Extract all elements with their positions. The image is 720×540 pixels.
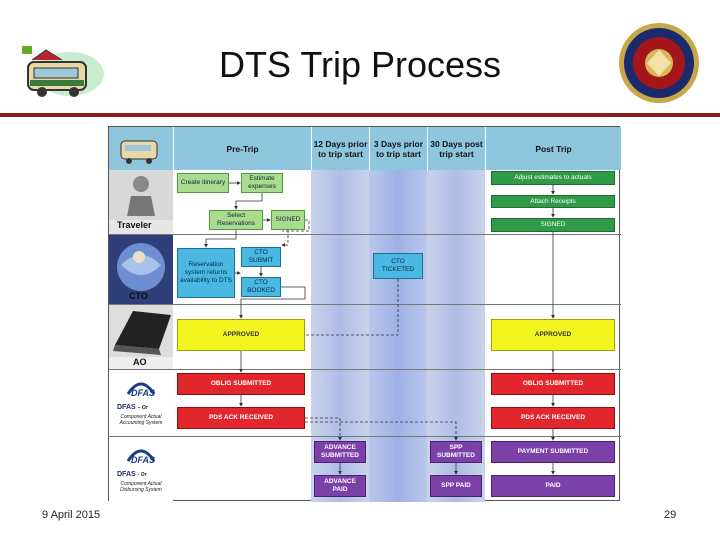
trip-logo-icon — [12, 40, 108, 104]
dfas-label-row: DFAS - Or — [117, 471, 147, 478]
approved-pre-box: APPROVED — [177, 319, 305, 351]
header-12-days: 12 Days prior to trip start — [311, 127, 369, 170]
traveler-photo-icon — [109, 170, 173, 220]
create-itinerary-box: Create itinerary — [177, 173, 229, 193]
advance-submitted-box: ADVANCE SUBMITTED — [314, 441, 366, 463]
lane-cto: CTO — [109, 235, 173, 304]
header-pre-trip: Pre-Trip — [173, 127, 311, 170]
lane-divider — [109, 369, 621, 370]
lane-label-traveler: Traveler — [117, 220, 152, 230]
cto-ticketed-box: CTO TICKETED — [373, 253, 423, 279]
spp-paid-box: SPP PAID — [430, 475, 482, 497]
svg-text:DFAS: DFAS — [131, 455, 155, 465]
header-post-trip: Post Trip — [485, 127, 621, 170]
lane-label-dfas-2: DFAS — [117, 471, 136, 478]
title-divider — [0, 113, 720, 117]
approved-post-box: APPROVED — [491, 319, 615, 351]
reservation-system-box: Reservation system returns availability … — [177, 248, 235, 298]
lane-label-cto: CTO — [129, 291, 148, 301]
lane-divider — [109, 234, 621, 235]
lane-divider — [109, 436, 621, 437]
dts-process-diagram: Pre-Trip 12 Days prior to trip start 3 D… — [108, 126, 621, 502]
attach-receipts-box: Attach Receipts — [491, 195, 615, 208]
dfas-or-2: - Or — [137, 472, 147, 478]
pds-ack-post-box: PDS ACK RECEIVED — [491, 407, 615, 429]
dfas-or-1: – Or — [137, 405, 148, 411]
ao-laptop-icon — [109, 305, 173, 357]
pds-ack-pre-box: PDS ACK RECEIVED — [177, 407, 305, 429]
marine-corps-seal-icon — [618, 22, 700, 104]
page-title: DTS Trip Process — [218, 44, 502, 85]
header-3-days: 3 Days prior to trip start — [369, 127, 427, 170]
dfas-label-row: DFAS – Or — [117, 404, 148, 411]
select-reservations-box: Select Reservations — [209, 210, 263, 230]
cto-submit-box: CTO SUBMIT — [241, 247, 281, 267]
adjust-estimates-box: Adjust estimates to actuals — [491, 171, 615, 185]
svg-text:DFAS: DFAS — [131, 388, 155, 398]
header-logo-cell — [109, 127, 173, 170]
lane-ao: AO — [109, 305, 173, 369]
advance-paid-box: ADVANCE PAID — [314, 475, 366, 497]
lane-divider — [109, 304, 621, 305]
dfas-accounting-sub: Component Actual Accounting System — [119, 414, 163, 426]
lane-traveler: Traveler — [109, 170, 173, 234]
paid-box: PAID — [491, 475, 615, 497]
page-number: 29 — [664, 509, 677, 521]
spp-submitted-box: SPP SUBMITTED — [430, 441, 482, 463]
lane-dfas-disbursing: DFAS DFAS - Or Component Actual Disbursi… — [109, 437, 173, 502]
oblig-submitted-pre-box: OBLIG SUBMITTED — [177, 373, 305, 395]
dfas-logo-icon: DFAS — [126, 382, 156, 398]
cto-globe-icon — [109, 235, 173, 304]
trip-logo-small-icon — [120, 140, 158, 164]
payment-submitted-box: PAYMENT SUBMITTED — [491, 441, 615, 463]
estimate-expenses-box: Estimate expenses — [241, 173, 283, 193]
lane-label-ao: AO — [133, 357, 147, 367]
lane-label-dfas-1: DFAS — [117, 404, 136, 411]
signed-post-box: SIGNED — [491, 218, 615, 232]
footer-date: 9 April 2015 — [42, 509, 101, 521]
lane-dfas-accounting: DFAS DFAS – Or Component Actual Accounti… — [109, 370, 173, 436]
signed-pre-box: SIGNED — [271, 210, 305, 230]
header-30-days: 30 Days post trip start — [427, 127, 485, 170]
cto-booked-box: CTO BOOKED — [241, 277, 281, 297]
oblig-submitted-post-box: OBLIG SUBMITTED — [491, 373, 615, 395]
dfas-disbursing-sub: Component Actual Disbursing System — [120, 481, 162, 493]
column-3-days — [369, 170, 427, 502]
dfas-logo-icon: DFAS — [126, 449, 156, 465]
